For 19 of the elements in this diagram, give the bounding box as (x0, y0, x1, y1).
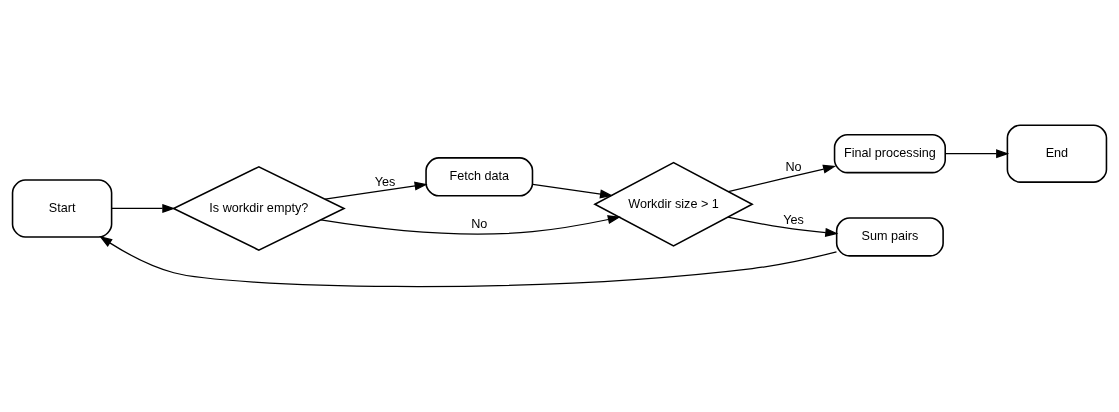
node-box: Final processing (833, 133, 946, 174)
edge-label: No (471, 217, 488, 232)
node-box: End (1006, 124, 1108, 183)
arrow (944, 149, 1010, 159)
node-box: Start (11, 179, 113, 238)
node-box: Fetch data (425, 157, 534, 197)
arrow (532, 183, 614, 199)
node-diamond: Workdir size > 1 (593, 161, 754, 247)
edge-label: No (785, 160, 802, 175)
edge-label: Yes (783, 212, 804, 227)
arrow (727, 164, 837, 193)
arrow (99, 236, 838, 288)
arrow (320, 215, 621, 235)
arrow (111, 203, 176, 214)
arrow (727, 216, 839, 238)
edge-label: Yes (374, 174, 396, 189)
arrow (324, 181, 428, 200)
node-box: Sum pairs (835, 217, 944, 257)
node-diamond: Is workdir empty? (171, 165, 346, 251)
